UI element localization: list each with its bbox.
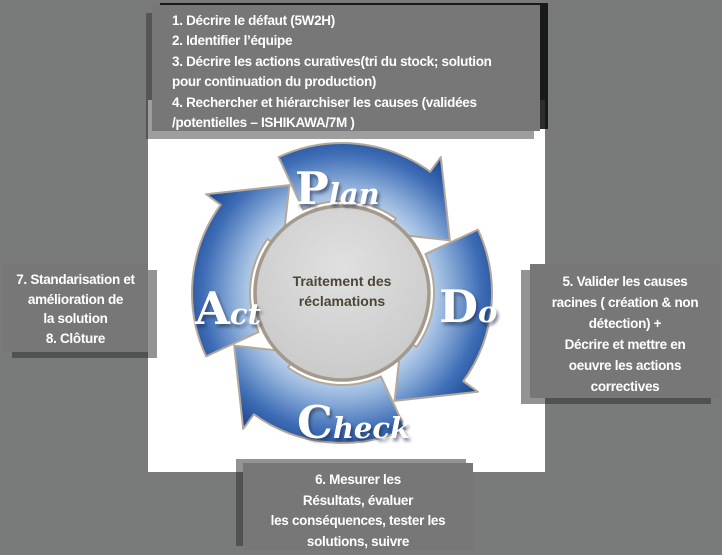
pdca-label-check: Check [297, 396, 410, 449]
do-steps-box: 5. Valider les causes racines ( création… [530, 264, 720, 398]
pdca-label-plan: Plan [295, 162, 380, 215]
pdca-label-do: Do [439, 280, 497, 333]
plan-steps-box: 1. Décrire le défaut (5W2H) 2. Identifie… [152, 5, 540, 131]
pdca-label-act: Act [194, 282, 262, 335]
center-circle-label: Traitement des réclamations [292, 273, 392, 309]
act-steps-box: 7. Standarisation et amélioration de la … [3, 264, 148, 352]
check-steps-box: 6. Mesurer les Résultats, évaluer les co… [243, 463, 473, 550]
diagram-panel: Plan Do Check Act Traitement des réclama… [148, 100, 545, 472]
center-circle [253, 204, 431, 382]
pdca-cycle-diagram: Plan Do Check Act [148, 100, 545, 472]
pdca-label-group: Plan Do Check Act [194, 162, 497, 449]
